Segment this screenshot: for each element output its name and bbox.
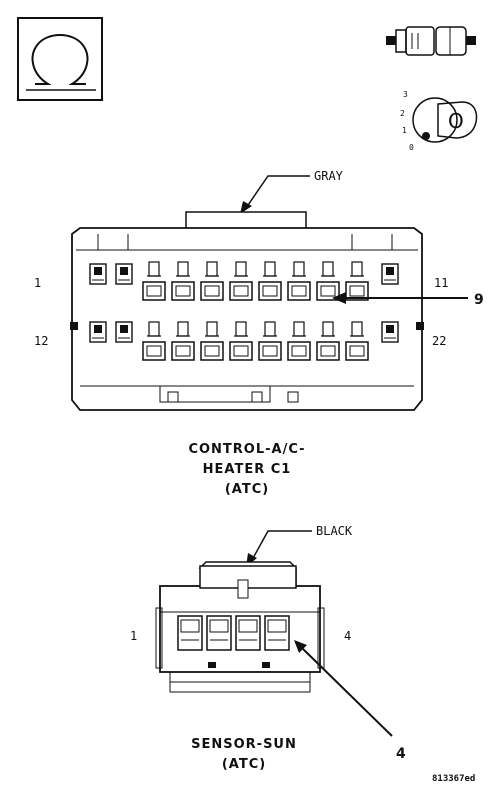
c1-pin-label-top-left: 1 [34, 276, 41, 290]
c1-callout-number: 9 [474, 292, 484, 308]
c1-cavity-bottom-4 [229, 321, 253, 361]
c1-cavity-grid [89, 261, 399, 361]
c1-latch-top-1 [89, 263, 107, 285]
c1-cavity-top-8 [345, 261, 369, 301]
c1-pin-label-top-right: 11 [434, 276, 448, 290]
c1-latch-bottom-3 [381, 321, 399, 343]
c1-pin-label-bottom-left: 12 [34, 334, 48, 348]
c1-title-line-2: HEATER C1 [203, 462, 292, 477]
sun-callout-number: 4 [396, 746, 406, 762]
key-position-0: 0 [409, 143, 414, 152]
sun-pin-label-right: 4 [344, 629, 351, 643]
sun-pin-label-left: 1 [130, 629, 137, 643]
sun-cavity-3 [235, 615, 261, 651]
c1-cavity-top-5 [258, 261, 282, 301]
c1-cavity-bottom-3 [200, 321, 224, 361]
ignition-key-icon: 3 2 1 0 O [400, 90, 478, 152]
c1-cavity-bottom-1 [142, 321, 166, 361]
ohm-icon [17, 17, 103, 101]
c1-cavity-bottom-6 [287, 321, 311, 361]
sun-title-line-1: SENSOR-SUN [191, 737, 297, 752]
c1-latch-top-2 [115, 263, 133, 285]
key-letter: O [448, 109, 464, 133]
c1-latch-top-3 [381, 263, 399, 285]
c1-cavity-top-6 [287, 261, 311, 301]
key-position-3: 3 [403, 90, 408, 99]
c1-cavity-bottom-7 [316, 321, 340, 361]
c1-color-label: GRAY [314, 169, 344, 183]
c1-title-line-3: (ATC) [225, 482, 269, 497]
c1-pin-label-bottom-right: 22 [432, 334, 446, 348]
c1-cavity-bottom-5 [258, 321, 282, 361]
key-position-2: 2 [400, 109, 405, 118]
sun-cavity-4 [264, 615, 290, 651]
c1-latch-bottom-2 [115, 321, 133, 343]
c1-cavity-bottom-8 [345, 321, 369, 361]
sun-cavity-row [177, 615, 290, 651]
c1-cavity-top-3 [200, 261, 224, 301]
c1-cavity-top-2 [171, 261, 195, 301]
c1-cavity-top-7 [316, 261, 340, 301]
c1-cavity-top-1 [142, 261, 166, 301]
sun-cavity-1 [177, 615, 203, 651]
sun-color-label: BLACK [316, 524, 353, 538]
sun-title-line-2: (ATC) [222, 757, 266, 772]
c1-cavity-top-4 [229, 261, 253, 301]
key-position-1: 1 [402, 126, 407, 135]
connector-plug-icon [386, 26, 476, 56]
sun-cavity-2 [206, 615, 232, 651]
c1-latch-bottom-1 [89, 321, 107, 343]
c1-cavity-bottom-2 [171, 321, 195, 361]
figure-code: 813367ed [432, 774, 475, 784]
c1-connector-body [70, 211, 424, 411]
c1-title-line-1: CONTROL-A/C- [188, 442, 305, 457]
